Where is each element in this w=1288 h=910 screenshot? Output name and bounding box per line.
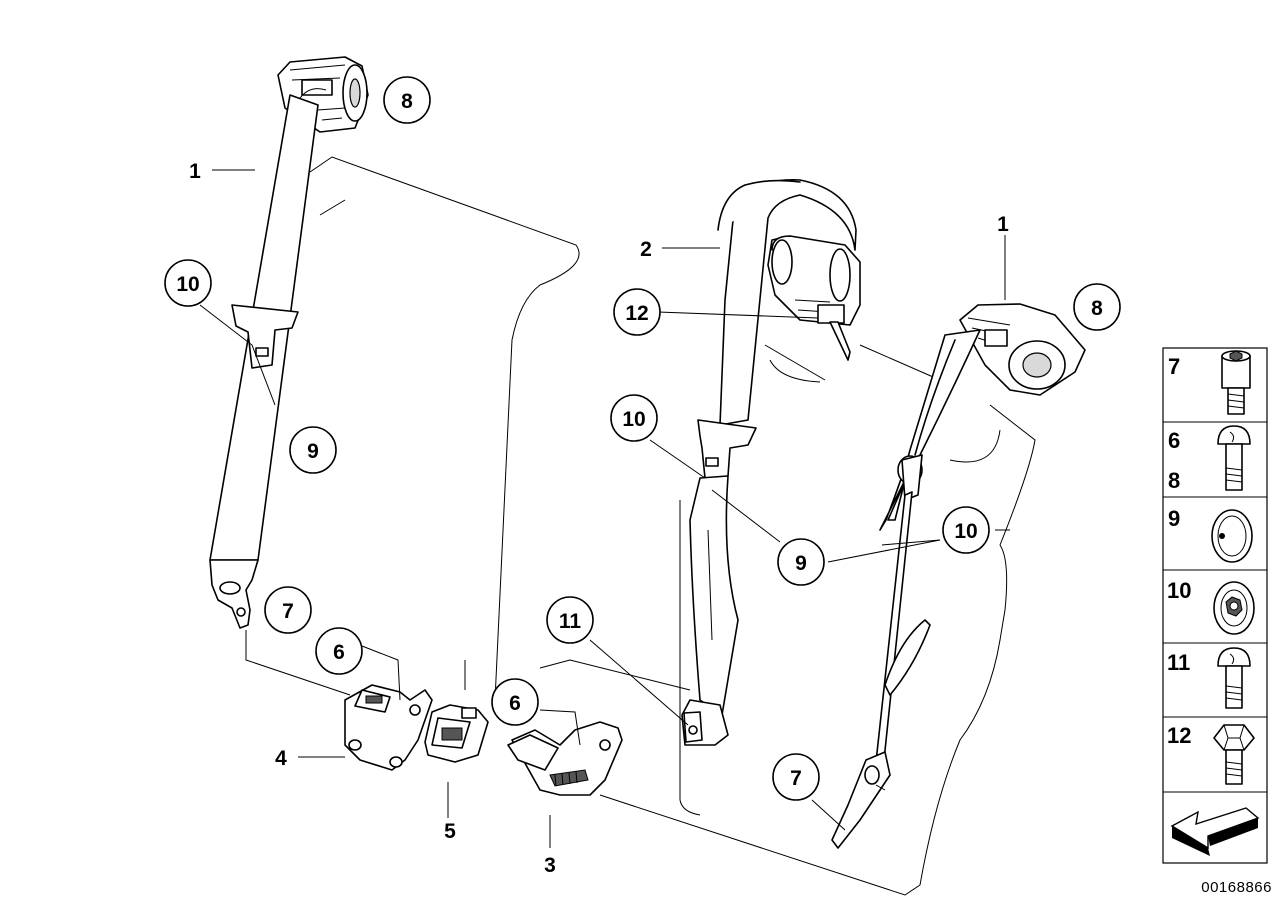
legend-row-7: 7 (1168, 350, 1251, 415)
rear-belt-left-assembly (209, 56, 369, 696)
callout-right-7: 7 (772, 753, 820, 801)
svg-text:6: 6 (509, 692, 521, 715)
callout-center-9: 9 (777, 538, 825, 586)
legend-row-6-8: 6 8 (1168, 425, 1251, 493)
round-cap-icon (1211, 509, 1253, 563)
direction-arrow-icon (1170, 807, 1260, 856)
rear-belt-right-assembly (831, 303, 1086, 849)
callout-left-10: 10 (164, 259, 212, 307)
svg-text:10: 10 (176, 273, 199, 296)
hex-head-bolt-icon (1213, 724, 1255, 785)
torx-head-bolt-icon (1217, 647, 1251, 709)
legend-row-12: 12 (1167, 723, 1255, 785)
rear-belt-center-assembly (681, 179, 861, 746)
svg-text:10: 10 (622, 408, 645, 431)
callout-center-12: 12 (613, 288, 661, 336)
belt-end-fitting-right (831, 751, 891, 849)
legend-row-11: 11 (1167, 647, 1251, 709)
callout-right-10: 10 (942, 506, 990, 554)
svg-text:10: 10 (954, 520, 977, 543)
label-center-3: 3 (544, 854, 556, 877)
svg-text:9: 9 (1168, 506, 1180, 531)
diagram-id: 00168866 (1201, 879, 1272, 896)
parts-legend: 7 6 8 9 (1162, 347, 1268, 864)
callout-center-10: 10 (610, 394, 658, 442)
svg-text:7: 7 (790, 767, 802, 790)
callout-left-9: 9 (289, 426, 337, 474)
svg-text:6: 6 (1168, 428, 1180, 453)
legend-row-9: 9 (1168, 506, 1253, 563)
leader-lines (199, 169, 1006, 848)
label-center-2: 2 (640, 238, 652, 261)
label-left-5: 5 (444, 820, 456, 843)
torx-head-bolt-icon (1217, 425, 1251, 491)
svg-text:9: 9 (307, 440, 319, 463)
legend-row-10: 10 (1167, 578, 1255, 635)
seat-backrest-outline-left (309, 156, 691, 701)
callout-left-8: 8 (383, 76, 431, 124)
label-left-1: 1 (189, 160, 201, 183)
svg-text:9: 9 (795, 552, 807, 575)
svg-text:11: 11 (1167, 650, 1190, 675)
callout-center-6: 6 (491, 678, 539, 726)
belt-guide-left (231, 304, 299, 369)
buckle-3-assembly (507, 721, 623, 796)
svg-text:8: 8 (401, 90, 413, 113)
socket-head-bolt-icon (1221, 350, 1251, 415)
callout-left-7: 7 (264, 586, 312, 634)
svg-text:12: 12 (625, 302, 648, 325)
belt-anchor-center (681, 699, 729, 746)
label-left-4: 4 (275, 747, 287, 770)
svg-text:7: 7 (1168, 354, 1180, 379)
belt-end-fitting-left (209, 559, 259, 629)
callout-right-8: 8 (1073, 283, 1121, 331)
svg-text:8: 8 (1091, 297, 1103, 320)
svg-text:10: 10 (1167, 578, 1191, 603)
svg-text:12: 12 (1167, 723, 1191, 748)
svg-text:6: 6 (333, 641, 345, 664)
svg-text:7: 7 (282, 600, 294, 623)
washer-nut-icon (1213, 581, 1255, 635)
buckle-5-assembly (424, 704, 489, 763)
belt-guide-right (897, 454, 923, 501)
callout-left-6: 6 (315, 627, 363, 675)
svg-text:8: 8 (1168, 468, 1180, 493)
seat-backrest-outline-right (599, 344, 1036, 896)
callouts: 8 1 10 9 7 6 4 5 6 3 11 2 (164, 76, 1121, 877)
label-right-1: 1 (997, 213, 1009, 236)
svg-text:11: 11 (559, 610, 582, 633)
belt-retractor-center (767, 235, 861, 361)
callout-center-11: 11 (546, 596, 594, 644)
belt-retractor-right (959, 303, 1086, 396)
buckle-4-assembly (344, 684, 433, 771)
belt-guide-center (697, 419, 757, 479)
